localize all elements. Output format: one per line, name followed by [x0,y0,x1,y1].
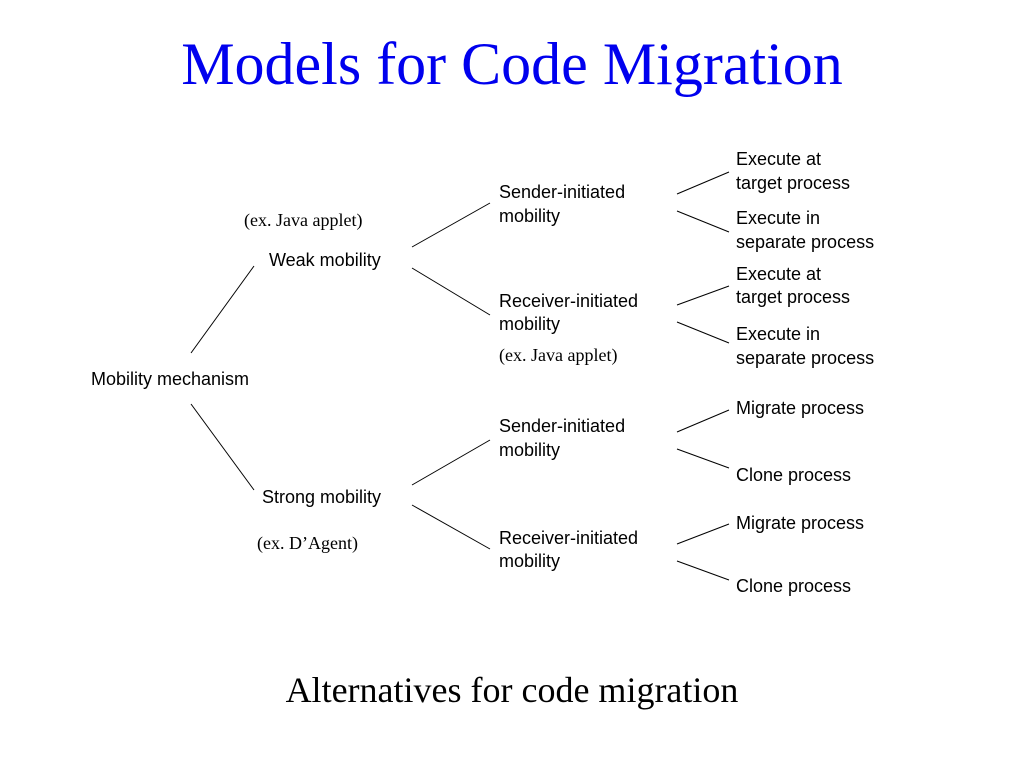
slide-caption: Alternatives for code migration [285,670,739,710]
slide-title: Models for Code Migration [181,31,843,97]
node-weak-receiver-line2: mobility [499,314,560,334]
leaf-wr-a-line1: Execute at [736,264,821,284]
edge-ss-leaf-a [676,409,730,433]
node-mobility-mechanism: Mobility mechanism [91,369,249,389]
node-strong-mobility: Strong mobility [262,487,381,507]
leaf-ss-b: Clone process [736,465,851,485]
node-strong-sender-line1: Sender-initiated [499,416,625,436]
leaf-ws-a-line1: Execute at [736,149,821,169]
note-weak-example: (ex. Java applet) [244,210,362,231]
edge-weak-receiver [411,267,491,316]
leaf-ws-a-line2: target process [736,173,850,193]
edge-wr-leaf-b [676,321,730,344]
node-weak-mobility: Weak mobility [269,250,381,270]
edge-strong-receiver [411,504,491,550]
note-strong-example: (ex. D’Agent) [257,533,358,554]
node-strong-sender-line2: mobility [499,440,560,460]
leaf-wr-a-line2: target process [736,287,850,307]
edge-sr-leaf-b [676,560,730,581]
leaf-wr-b-line1: Execute in [736,324,820,344]
tree-edges [190,171,730,581]
leaf-sr-a: Migrate process [736,513,864,533]
leaf-ss-a: Migrate process [736,398,864,418]
edge-ws-leaf-b [676,210,730,233]
edge-sr-leaf-a [676,523,730,545]
edge-weak-sender [411,202,491,248]
node-strong-receiver-line2: mobility [499,551,560,571]
node-strong-receiver-line1: Receiver-initiated [499,528,638,548]
edge-root-weak [190,265,255,354]
node-weak-receiver-line1: Receiver-initiated [499,291,638,311]
edge-ws-leaf-a [676,171,730,195]
leaf-ws-b-line2: separate process [736,232,874,252]
leaf-wr-b-line2: separate process [736,348,874,368]
node-weak-sender-line1: Sender-initiated [499,182,625,202]
leaf-ws-b-line1: Execute in [736,208,820,228]
edge-ss-leaf-b [676,448,730,469]
edge-strong-sender [411,439,491,486]
edge-root-strong [190,403,255,491]
edge-wr-leaf-a [676,285,730,306]
node-weak-sender-line2: mobility [499,206,560,226]
leaf-sr-b: Clone process [736,576,851,596]
note-weak-receiver-example: (ex. Java applet) [499,345,617,366]
